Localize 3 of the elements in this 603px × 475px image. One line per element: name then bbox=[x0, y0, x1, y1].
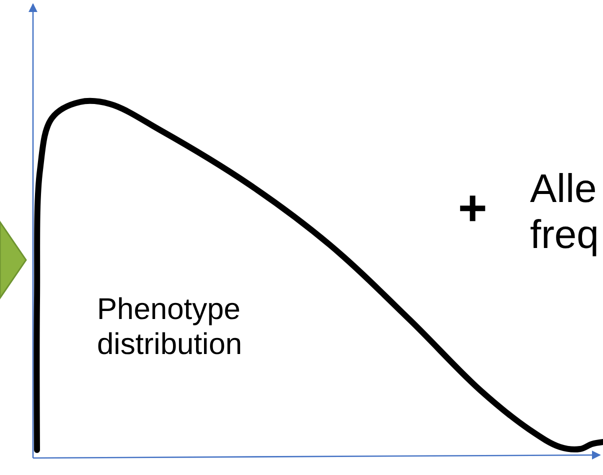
curve-label: Phenotype distribution bbox=[97, 293, 244, 362]
axis-title: Alle freq bbox=[530, 166, 600, 258]
plus-sign: + bbox=[458, 180, 488, 238]
